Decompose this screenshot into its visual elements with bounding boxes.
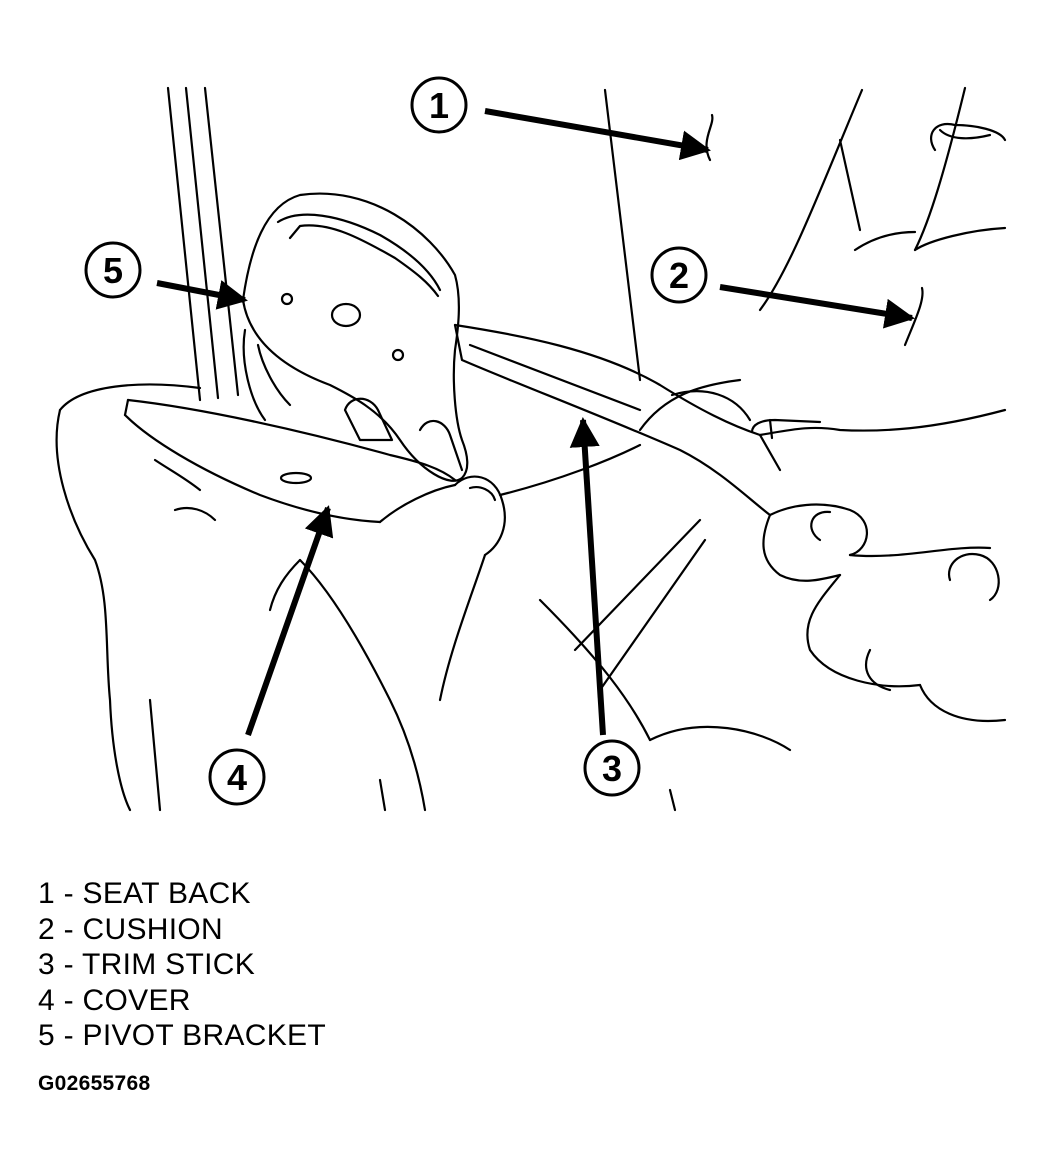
legend-item: 4 - COVER xyxy=(38,983,191,1017)
left-hand xyxy=(55,383,506,812)
callout-2-arrow xyxy=(719,284,915,329)
legend-item: 2 - CUSHION xyxy=(38,912,223,946)
callout-2-number: 2 xyxy=(669,255,689,296)
callout-3-arrow xyxy=(569,417,606,736)
callout-1-arrow xyxy=(484,108,711,161)
callout-3: 3 xyxy=(583,739,641,797)
callout-3-number: 3 xyxy=(602,748,622,789)
callout-5-arrow xyxy=(156,280,248,310)
callout-5: 5 xyxy=(84,241,142,299)
seat-pivot-illustration: 1 2 3 4 5 xyxy=(55,76,1007,812)
callout-2: 2 xyxy=(650,246,708,304)
legend-item: 5 - PIVOT BRACKET xyxy=(38,1019,326,1052)
right-hand xyxy=(750,122,1007,722)
legend-item: 1 - SEAT BACK xyxy=(38,877,251,910)
callout-4: 4 xyxy=(208,748,266,806)
cover xyxy=(123,398,457,524)
callout-1-number: 1 xyxy=(429,85,449,126)
trim-stick xyxy=(453,323,782,517)
pivot-bracket xyxy=(241,192,469,482)
cushion-outline xyxy=(148,113,924,812)
legend-item: 3 - TRIM STICK xyxy=(38,948,255,981)
callout-4-arrow xyxy=(245,505,334,736)
callout-5-number: 5 xyxy=(103,250,123,291)
parts-legend: 1 - SEAT BACK 2 - CUSHION 3 - TRIM STICK… xyxy=(38,876,326,1054)
callout-4-number: 4 xyxy=(227,757,247,798)
figure-id: G02655768 xyxy=(38,1072,151,1095)
seat-back-frame xyxy=(166,86,967,402)
callout-1: 1 xyxy=(410,76,468,134)
